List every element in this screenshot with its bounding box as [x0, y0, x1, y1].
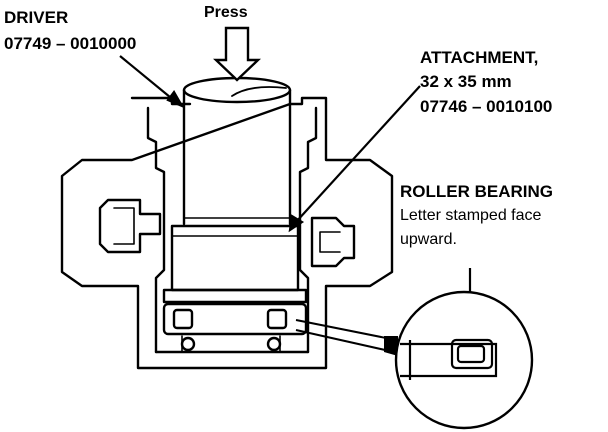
attachment-title: ATTACHMENT, — [420, 48, 539, 67]
detail-bearing-roller-inner — [456, 344, 486, 364]
driver-leader-arrowhead — [166, 90, 185, 109]
left-port-inner — [113, 207, 135, 245]
snap-ring-right — [266, 336, 282, 352]
roller-bearing-outer — [162, 302, 308, 336]
roller-left — [172, 308, 194, 330]
right-port-inner — [319, 231, 341, 253]
right-port — [310, 216, 356, 268]
housing-outline — [60, 96, 394, 370]
roller-bearing-note-line1: Letter stamped face — [400, 207, 542, 224]
attachment-leader-arrowhead — [288, 214, 305, 233]
press-arrow — [213, 26, 261, 82]
callout-wedge — [384, 336, 398, 356]
callout-connector-lower — [295, 329, 395, 353]
roller-right — [266, 308, 288, 330]
roller-bearing-title: ROLLER BEARING — [400, 182, 553, 201]
left-port — [98, 198, 162, 254]
attachment-part-number: 07746 – 0010100 — [420, 97, 553, 116]
detail-housing-wall — [400, 342, 498, 378]
attachment-bottom-step — [162, 288, 308, 304]
callout-connector-upper — [295, 319, 397, 341]
detail-magnifier-circle — [394, 290, 534, 430]
attachment-size: 32 x 35 mm — [420, 72, 512, 91]
housing-inner-right-wall — [298, 106, 318, 354]
driver-title: DRIVER — [4, 8, 69, 27]
driver-shaft — [182, 88, 292, 226]
driver-leader-line — [119, 55, 177, 103]
detail-bearing-roller — [450, 338, 494, 370]
driver-top-lip — [231, 86, 287, 97]
snap-ring-left — [180, 336, 196, 352]
driver-part-number: 07749 – 0010000 — [4, 34, 137, 53]
housing-inner-left-wall — [146, 106, 166, 354]
roller-bearing-note-line2: upward. — [400, 231, 457, 248]
attachment-leader-line — [295, 85, 421, 223]
press-label: Press — [204, 4, 248, 21]
